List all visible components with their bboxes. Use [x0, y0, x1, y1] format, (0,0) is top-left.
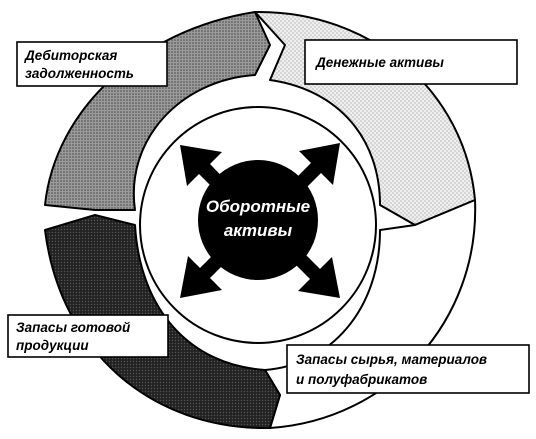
label-receivables-line2: задолженность: [25, 66, 134, 81]
label-finished-goods-line1: Запасы готовой: [16, 320, 131, 335]
label-raw-materials-line1: Запасы сырья, материалов: [296, 352, 487, 367]
label-cash-line1: Денежные активы: [315, 55, 444, 70]
label-finished-goods: Запасы готовой продукции: [7, 314, 169, 358]
label-finished-goods-line2: продукции: [16, 338, 89, 353]
label-receivables: Дебиторская задолженность: [16, 41, 168, 87]
center-circle: [198, 160, 318, 280]
center-title-line2: активы: [224, 221, 293, 240]
center-title-line1: Оборотные: [206, 197, 310, 216]
label-receivables-line1: Дебиторская: [24, 48, 117, 63]
label-cash: Денежные активы: [304, 39, 518, 85]
label-raw-materials: Запасы сырья, материалов и полуфабрикато…: [286, 344, 530, 394]
label-raw-materials-line2: и полуфабрикатов: [296, 372, 427, 387]
